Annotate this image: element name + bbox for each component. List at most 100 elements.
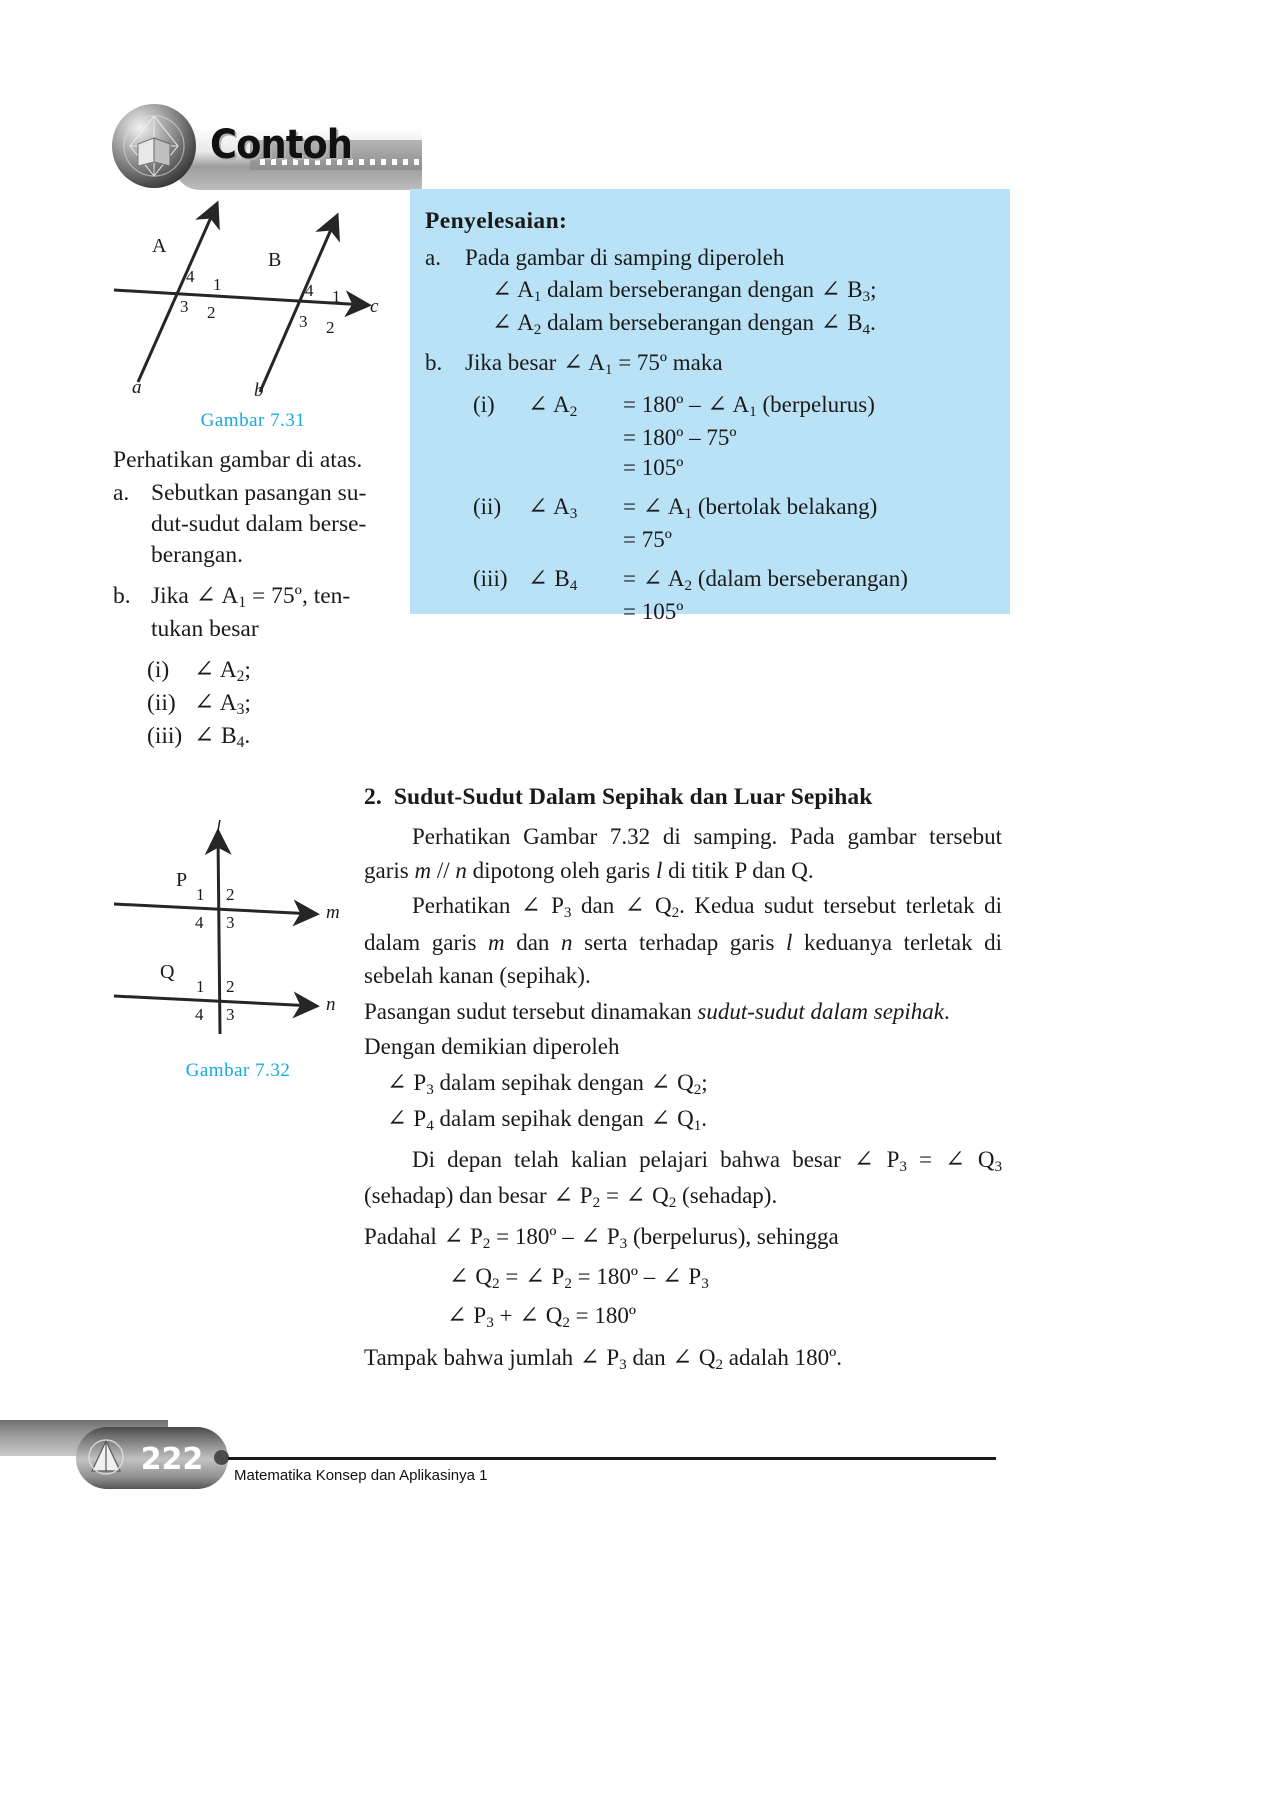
result-ii-sub: 3 [569, 505, 578, 523]
body-p6-pre: Padahal [364, 1223, 437, 1249]
body-paragraph-1: Perhatikan Gambar 7.32 di samping. Pada … [364, 820, 1002, 887]
svg-text:n: n [326, 994, 336, 1015]
angle-symbol: ∠ [519, 1302, 539, 1329]
sepihak-rel2-sub-1: 4 [426, 1117, 434, 1135]
relation-2-sub-1: 2 [533, 321, 542, 339]
body-p6-var-2: P [606, 1223, 620, 1249]
question-item-b-marker: b. [113, 583, 131, 609]
result-ii-line-2-text: = 75º [623, 527, 672, 552]
angle-symbol: ∠ [672, 1345, 693, 1371]
cube-book-emblem-icon [112, 104, 196, 188]
body-p2-var-1: P [551, 893, 564, 918]
body-paragraph-6: Padahal ∠ P2 = 180º – ∠ P3 (berpelurus),… [364, 1220, 1002, 1257]
solution-relation-1: ∠ A1 dalam berseberangan dengan ∠ B3; [465, 275, 1000, 308]
angle-symbol: ∠ [820, 310, 841, 336]
angle-symbol: ∠ [449, 1264, 469, 1290]
footer-book-title: Matematika Konsep dan Aplikasinya 1 [234, 1467, 488, 1484]
angle-symbol: ∠ [492, 310, 512, 336]
question-item-b-sub: 1 [238, 594, 247, 612]
body-p1-line-l: l [655, 857, 663, 883]
body-p6-post: (berpelurus), sehingga [633, 1223, 839, 1249]
relation-1-var-2: B [847, 277, 863, 302]
question-item-b: b. Jika ∠ A1 = 75º, ten- tukan besar [113, 581, 413, 645]
body-p2-line-m: m [488, 929, 505, 955]
sepihak-rel1-end: ; [701, 1069, 708, 1095]
angle-symbol: ∠ [528, 566, 548, 592]
svg-text:A: A [152, 235, 167, 257]
question-item-b-body: Jika ∠ A1 = 75º, ten- tukan besar [151, 581, 413, 645]
question-item-a-marker: a. [113, 480, 130, 506]
body-p5-var-2: Q [977, 1146, 995, 1172]
solution-result-i: (i) ∠ A2 = 180º – ∠ A1 (berpelurus) = 18… [425, 390, 1000, 483]
body-p5-b-var-2: Q [652, 1183, 669, 1208]
sepihak-rel1-sub-1: 3 [426, 1080, 434, 1098]
svg-text:a: a [132, 377, 142, 396]
eq2-result: = 180º [575, 1302, 637, 1328]
body-p1-pre: garis [364, 857, 409, 883]
angle-symbol: ∠ [624, 893, 645, 919]
body-p7-var-1: P [606, 1345, 620, 1370]
body-paragraph-5: Di depan telah kalian pelajari bahwa bes… [364, 1143, 1002, 1216]
result-i-var: A [553, 392, 570, 417]
body-p2-var-2: Q [654, 893, 672, 918]
result-iii-rhs-var: A [667, 566, 685, 591]
relation-2-var-1: A [517, 310, 534, 335]
body-p5-eq: = [919, 1146, 933, 1172]
result-i-line-3-text: = 105º [623, 455, 684, 480]
svg-text:1: 1 [332, 287, 341, 306]
equation-line-2: ∠ P3 + ∠ Q2 = 180º [364, 1299, 1002, 1336]
body-p1-parallel-symbol: // [436, 857, 450, 883]
result-iii-rhs-sub: 2 [684, 577, 693, 595]
body-p5-sub-1: 3 [899, 1157, 907, 1175]
svg-text:Q: Q [160, 961, 175, 983]
eq2-operator: + [499, 1302, 513, 1328]
body-p2-pre: Perhatikan [412, 893, 511, 918]
section-2-number: 2. [364, 784, 382, 810]
body-paragraph-4: Dengan demikian diperoleh [364, 1034, 620, 1059]
body-p1-line-n: n [455, 857, 467, 883]
section-2-title: Sudut-Sudut Dalam Sepihak dan Luar Sepih… [393, 784, 873, 810]
angle-symbol: ∠ [194, 723, 215, 749]
angle-symbol: ∠ [520, 893, 541, 919]
body-p2-sub-2: 2 [671, 904, 680, 922]
question-subitem-i-end: ; [244, 657, 251, 683]
solution-item-b-pre: Jika besar [465, 350, 557, 375]
body-p2-dan: dan [581, 893, 615, 918]
svg-text:m: m [326, 902, 340, 923]
result-i-rhs-var: A [732, 392, 750, 417]
svg-text:1: 1 [213, 275, 222, 294]
result-ii-rhs-sub: 1 [684, 505, 693, 523]
body-p6-mid: = 180º – [496, 1223, 574, 1249]
solution-item-b-post: = 75º maka [618, 350, 723, 375]
angle-symbol: ∠ [195, 583, 216, 609]
result-ii-line-1: (ii) ∠ A3 = ∠ A1 (bertolak belakang) [473, 492, 1000, 525]
body-p5-var-1: P [886, 1146, 900, 1172]
angle-symbol: ∠ [528, 392, 548, 418]
result-iii-note: (dalam berseberangan) [697, 566, 908, 591]
body-paragraph-2: Perhatikan ∠ P3 dan ∠ Q2. Kedua sudut te… [364, 889, 1002, 993]
figure-7-32: l m n P Q 1 2 4 3 1 2 4 3 [108, 816, 368, 1040]
result-i-lhs: ∠ A2 [527, 390, 623, 423]
svg-text:3: 3 [299, 312, 308, 331]
angle-symbol: ∠ [853, 1146, 874, 1173]
question-subitem-i: (i) ∠ A2; [147, 655, 413, 688]
question-subitem-iii-var: B [220, 723, 237, 749]
question-subitem-iii-sub: 4 [236, 734, 245, 752]
footer-page-pill [76, 1427, 228, 1489]
body-p2-b-mid: serta terhadap garis [584, 929, 775, 955]
equation-line-1: ∠ Q2 = ∠ P2 = 180º – ∠ P3 [364, 1260, 1002, 1297]
sepihak-rel2-end: . [701, 1106, 708, 1131]
body-p2-line-n: n [561, 929, 573, 955]
question-subitem-ii-var: A [219, 690, 237, 716]
result-ii-rhs-var: A [667, 494, 685, 519]
relation-1-sub-2: 3 [862, 288, 871, 306]
svg-text:2: 2 [226, 977, 235, 996]
eq1-var-3: P [688, 1264, 702, 1289]
sepihak-rel1-sub-2: 2 [693, 1080, 702, 1098]
body-p2-b-post: keduanya terletak di [803, 929, 1003, 955]
body-text-column: Perhatikan Gambar 7.32 di samping. Pada … [364, 820, 1002, 1378]
angle-symbol: ∠ [820, 277, 841, 303]
solution-item-b-marker: b. [425, 350, 443, 375]
penyelesaian-solution-box: Penyelesaian: a. Pada gambar di samping … [410, 189, 1010, 624]
body-p7-dan: dan [632, 1345, 666, 1370]
